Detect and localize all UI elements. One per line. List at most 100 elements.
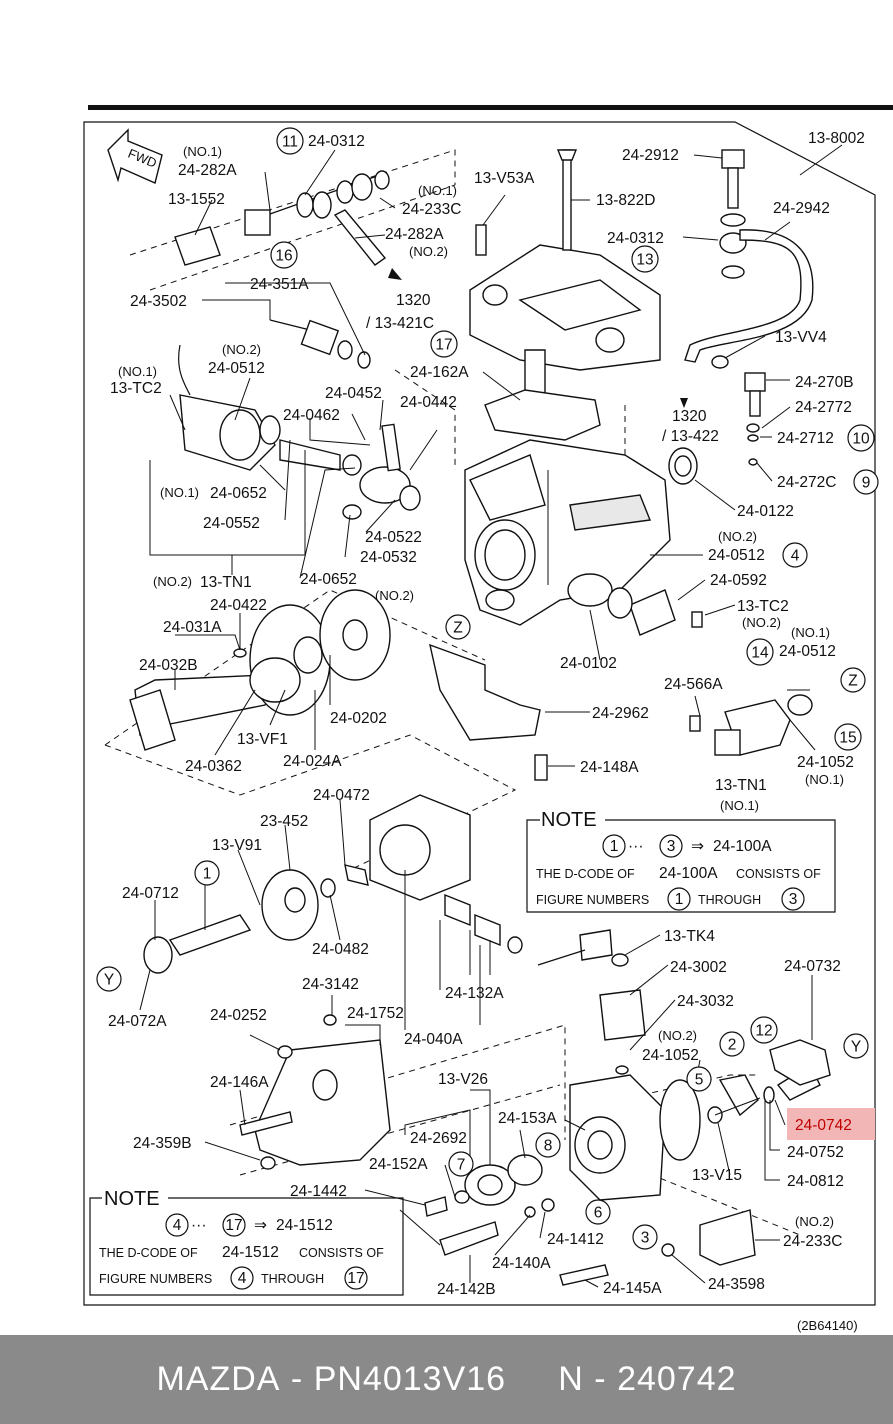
callout-circle: Z [445,614,471,640]
callout-circle: 8 [535,1132,561,1158]
part-number-label: 24-1052 [642,1047,699,1064]
drive-shaft [129,589,391,751]
variant-label: (NO.1) [791,625,830,640]
part-number-label: 24-2912 [622,147,679,164]
part-number-label: 1320 [396,292,431,309]
callout-circle: 15 [834,723,862,751]
part-number-label: 24-146A [210,1074,269,1091]
footer-ref: N - 240742 [558,1360,737,1398]
variant-label: (NO.2) [718,529,757,544]
callout-number: 4 [791,548,800,565]
solenoid [269,319,371,369]
callout-circle: 2 [719,1031,745,1057]
part-number-label: 24-153A [498,1110,557,1127]
variant-label: (NO.2) [153,574,192,589]
part-number-label: / 13-422 [662,428,719,445]
callout-number: Z [453,620,462,637]
leader [799,144,843,176]
part-number-label: 24-233C [783,1233,842,1250]
note-code: 24-1512 [222,1244,279,1261]
footer-bar: MAZDA - PN4013V16 N - 240742 [0,1335,893,1424]
part-number-label: 24-566A [664,676,723,693]
variant-label: (NO.1) [418,183,457,198]
callout-number: 10 [852,431,870,448]
callout-number: 14 [751,645,769,662]
part-number-label: 13-V15 [692,1167,742,1184]
arrow-icon [680,398,688,408]
callout-circle: 17 [430,330,458,358]
note-figure-number: 1 [675,891,684,908]
pump-head [569,1039,831,1201]
highlight-box [787,1108,875,1140]
note-title: NOTE [104,1188,160,1210]
top-rule [88,105,893,110]
part-number-label: 24-0522 [365,529,422,546]
part-number-label: 24-1752 [347,1005,404,1022]
callout-number: 3 [641,1230,650,1247]
diagram-code: (2B64140) [797,1318,858,1333]
part-number-label: 24-040A [404,1031,463,1048]
note-figure-number: 17 [225,1217,242,1234]
part-number-label: 24-233C [402,201,461,218]
callout-number: Y [851,1039,861,1056]
part-number-label: 24-072A [108,1013,167,1030]
part-number-label: 24-270B [795,374,854,391]
variant-label: (NO.2) [658,1028,697,1043]
part-number-label: 1320 [672,408,707,425]
part-number-label: 24-0592 [710,572,767,589]
callout-number: 9 [862,475,871,492]
part-number-label: 13-TC2 [110,380,162,397]
part-number-label: 24-0122 [737,503,794,520]
arrow-icon [388,268,402,280]
fwd-arrow-icon: FWD [107,128,163,184]
part-number-label: 13-V26 [438,1071,488,1088]
part-number-label: 24-0512 [208,360,265,377]
part-number-label: 24-2962 [592,705,649,722]
callout-number: 5 [695,1072,704,1089]
variant-label: (NO.2) [742,615,781,630]
callout-circle: 11 [276,127,304,155]
note-figure-number: 4 [238,1270,247,1287]
callout-circle: Z [840,667,866,693]
variant-label: (NO.1) [118,364,157,379]
part-number-label: 24-162A [410,364,469,381]
callout-number: 15 [839,730,856,747]
note-text: FIGURE NUMBERS [99,1272,212,1286]
note-figure-number: 1 [610,838,619,855]
part-number-label: 24-351A [250,276,309,293]
footer-gap [506,1360,558,1399]
callout-number: Z [848,673,857,690]
callout-circle: 14 [746,638,774,666]
dashed-guide [394,369,456,470]
timer-assembly [178,344,421,520]
part-number-label: 24-2772 [795,399,852,416]
note-text: THE D-CODE OF [99,1246,198,1260]
variant-label: (NO.1) [805,772,844,787]
note-arrow: ⇒ [254,1217,267,1234]
callout-number: 16 [275,248,292,265]
diagram-frame [83,121,876,1306]
pipe-nut [711,355,729,369]
part-number-label: 24-2942 [773,200,830,217]
part-number-label: 13-VV4 [775,329,827,346]
part-number-label: 24-1412 [547,1231,604,1248]
callout-circle: 6 [585,1199,611,1225]
callout-circle: Y [843,1033,869,1059]
part-number-label: 24-142B [437,1281,496,1298]
part-number-label: 24-3142 [302,976,359,993]
callout-number: 6 [594,1205,603,1222]
top-cover [469,244,661,406]
part-number-label: 24-0512 [779,643,836,660]
part-number-label: 24-2692 [410,1130,467,1147]
note-title: NOTE [541,809,597,831]
dashed-guide [149,184,456,291]
callout-circle: 5 [686,1066,712,1092]
callout-circle: 13 [631,245,659,273]
part-number-label: 13-1552 [168,191,225,208]
dashed-guide [639,1169,801,1236]
fuel-cut-solenoid [537,929,646,1075]
variant-label: (NO.2) [409,244,448,259]
callout-number: 12 [755,1023,772,1040]
